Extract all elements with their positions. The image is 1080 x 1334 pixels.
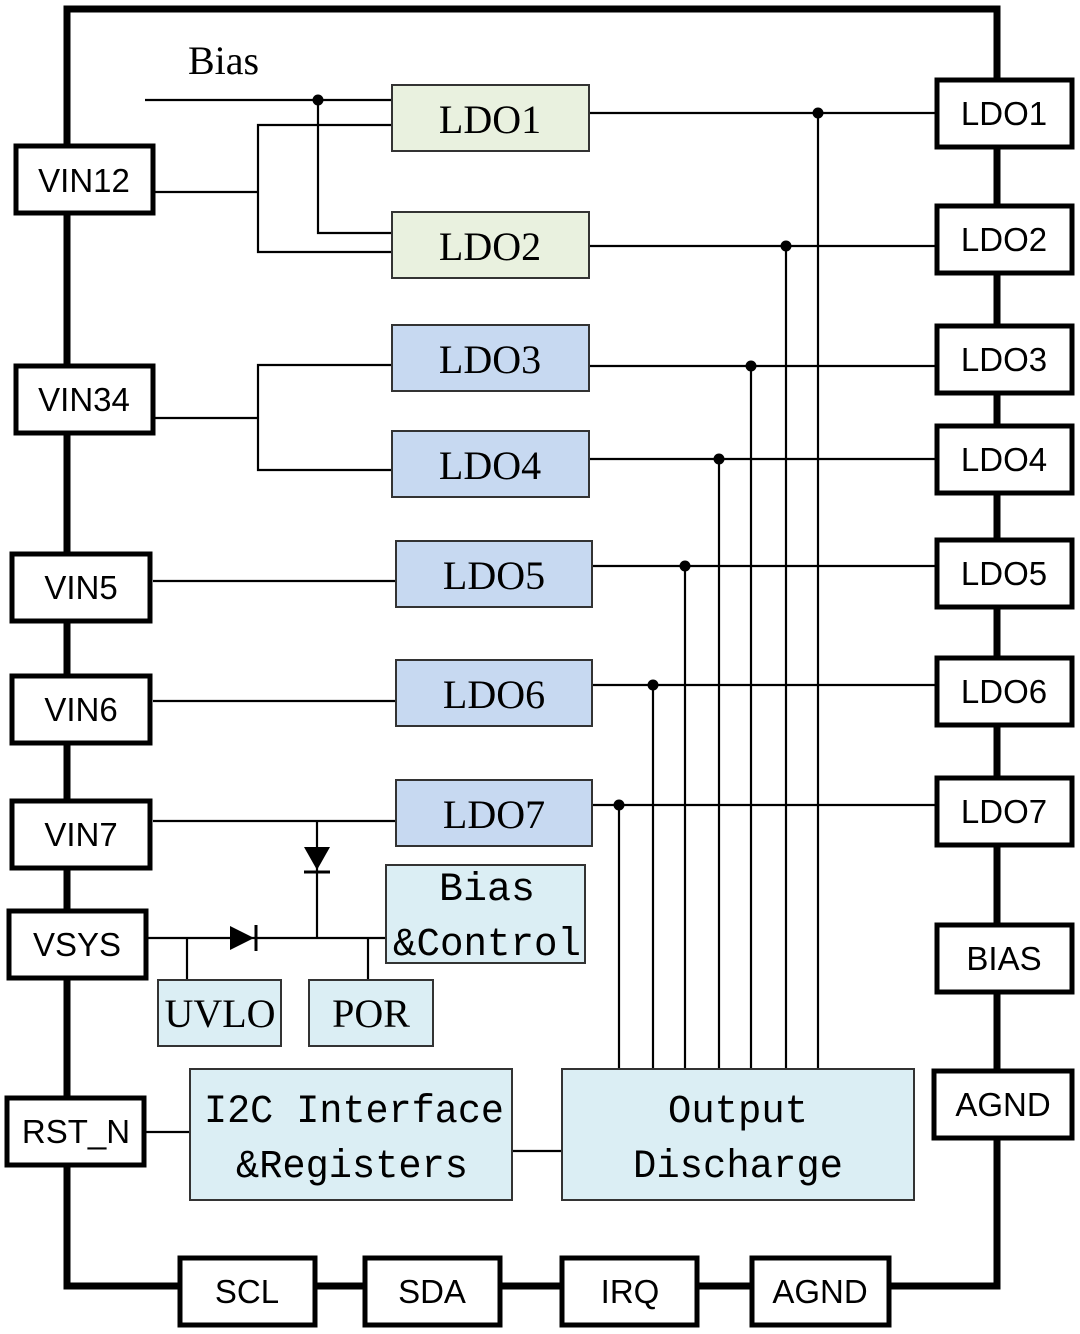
ldo2-block: LDO2 <box>391 211 590 279</box>
chip-outline <box>63 5 1001 1290</box>
pin-ldo6: LDO6 <box>934 655 1075 728</box>
pin-ldo5: LDO5 <box>934 537 1075 610</box>
ldo3-block-label: LDO3 <box>439 337 541 382</box>
junction-dots <box>312 94 824 811</box>
ldo5-block-label: LDO5 <box>443 553 545 598</box>
ldo6-block-label: LDO6 <box>443 672 545 717</box>
pin-agnd-bottom: AGND <box>749 1255 892 1328</box>
pin-ldo6-label: LDO6 <box>961 673 1047 710</box>
pin-vsys-label: VSYS <box>33 926 121 963</box>
ldo6-block: LDO6 <box>395 659 593 727</box>
pin-ldo4-label: LDO4 <box>961 441 1047 478</box>
pin-bias: BIAS <box>934 922 1075 995</box>
i2c-label-line2: &Registers <box>236 1145 468 1190</box>
uvlo-label: UVLO <box>164 991 275 1036</box>
diode-vin7 <box>304 847 330 874</box>
pin-vin12-label: VIN12 <box>38 162 130 199</box>
pin-ldo4: LDO4 <box>934 423 1075 496</box>
pin-vin6-label: VIN6 <box>44 691 117 728</box>
pin-bias-label: BIAS <box>966 940 1041 977</box>
pin-vin34: VIN34 <box>13 363 156 436</box>
pin-vsys: VSYS <box>6 908 149 981</box>
pin-agnd-right-label: AGND <box>955 1086 1050 1123</box>
pin-vin12: VIN12 <box>13 143 156 216</box>
por-block: POR <box>308 979 434 1047</box>
ldo4-block: LDO4 <box>391 430 590 498</box>
pin-irq: IRQ <box>559 1255 700 1328</box>
pin-ldo2: LDO2 <box>934 203 1075 276</box>
pin-vin5-label: VIN5 <box>44 569 117 606</box>
ldo1-block-label: LDO1 <box>439 97 541 142</box>
pin-sda-label: SDA <box>398 1273 466 1310</box>
pin-rst-n-label: RST_N <box>22 1113 130 1150</box>
pin-ldo3-label: LDO3 <box>961 341 1047 378</box>
pin-scl: SCL <box>177 1255 318 1328</box>
pin-ldo7-label: LDO7 <box>961 793 1047 830</box>
i2c-label-line1: I2C Interface <box>204 1090 504 1135</box>
ldo2-block-label: LDO2 <box>439 224 541 269</box>
bias-control-label-line1: Bias <box>439 868 535 913</box>
ldo4-block-label: LDO4 <box>439 443 541 488</box>
ldo7-block-label: LDO7 <box>443 792 545 837</box>
pin-vin7-label: VIN7 <box>44 816 117 853</box>
pin-ldo1: LDO1 <box>934 77 1075 150</box>
ldo5-block: LDO5 <box>395 540 593 608</box>
pin-irq-label: IRQ <box>601 1273 660 1310</box>
pin-ldo5-label: LDO5 <box>961 555 1047 592</box>
pin-vin34-label: VIN34 <box>38 381 130 418</box>
pin-ldo1-label: LDO1 <box>961 95 1047 132</box>
discharge-label-line2: Discharge <box>633 1145 843 1190</box>
pin-agnd-bottom-label: AGND <box>772 1273 867 1310</box>
pin-vin5: VIN5 <box>9 551 153 624</box>
uvlo-block: UVLO <box>157 979 282 1047</box>
pin-ldo2-label: LDO2 <box>961 221 1047 258</box>
discharge-label-line1: Output <box>668 1090 808 1135</box>
bias-control-block: Bias &Control <box>385 864 586 968</box>
output-discharge-block: Output Discharge <box>561 1068 915 1201</box>
pin-ldo3: LDO3 <box>934 323 1075 396</box>
pin-agnd-right: AGND <box>931 1068 1075 1141</box>
pin-vin7: VIN7 <box>9 798 153 871</box>
pin-rst-n: RST_N <box>4 1095 147 1168</box>
bias-input-label: Bias <box>188 38 259 83</box>
bias-control-label-line2: &Control <box>393 923 581 968</box>
wiring <box>145 98 937 1153</box>
ldo7-block: LDO7 <box>395 779 593 847</box>
por-label: POR <box>332 991 410 1036</box>
pin-vin6: VIN6 <box>9 673 153 746</box>
ldo1-block: LDO1 <box>391 84 590 152</box>
diode-vsys <box>230 925 258 951</box>
pin-ldo7: LDO7 <box>934 775 1075 848</box>
pin-sda: SDA <box>362 1255 503 1328</box>
ldo3-block: LDO3 <box>391 324 590 392</box>
i2c-registers-block: I2C Interface &Registers <box>189 1068 513 1201</box>
pin-scl-label: SCL <box>215 1273 279 1310</box>
